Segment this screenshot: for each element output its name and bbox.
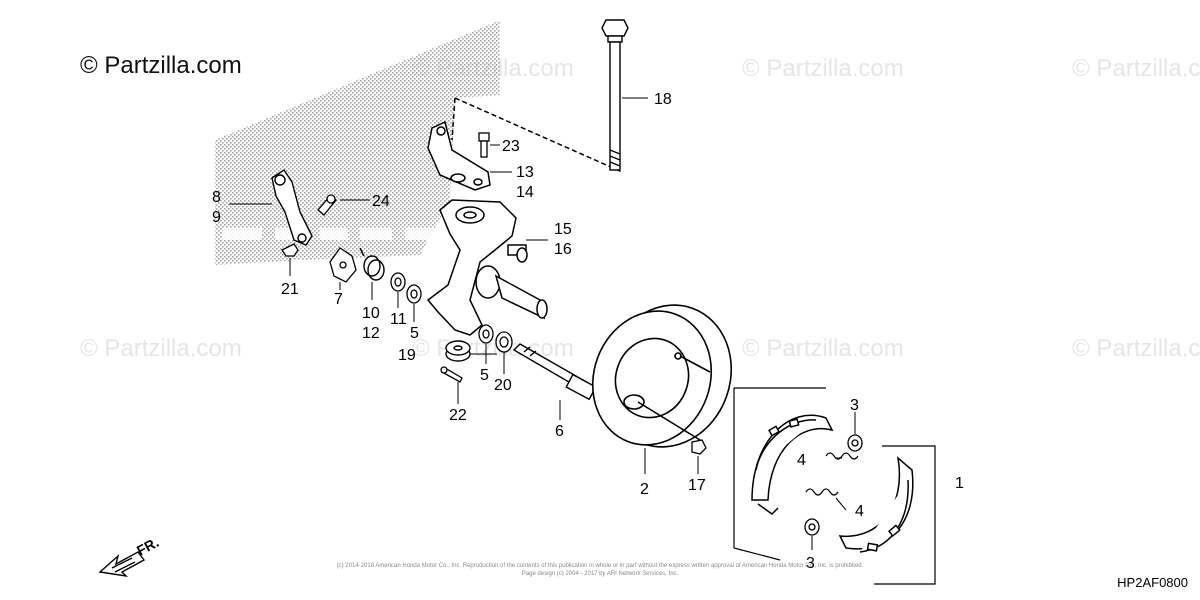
callout-4: 4 (797, 452, 806, 469)
steering-knuckle-15-16 (426, 199, 548, 336)
callout-23: 23 (502, 138, 520, 155)
callout-15: 15 (554, 221, 572, 238)
partzilla-watermark: © Partzilla.com (742, 335, 904, 362)
callout-4: 4 (855, 503, 864, 520)
collar-3-lower (804, 518, 820, 536)
bolt-24 (317, 194, 337, 216)
callout-5: 5 (410, 325, 419, 342)
brake-shoe-box (733, 387, 936, 585)
callout-7: 7 (334, 291, 343, 308)
indicator-plate-7 (329, 247, 357, 283)
callout-18: 18 (654, 91, 672, 108)
callout-5: 5 (480, 367, 489, 384)
bolt-17 (691, 439, 707, 455)
callout-24: 24 (372, 193, 390, 210)
leader-lines (229, 97, 856, 550)
copyright-line-2: Page design (c) 2004 - 2017 by ARI Netwo… (521, 571, 679, 577)
brake-shoe-lower (838, 456, 914, 553)
nut-21 (281, 243, 299, 257)
callout-8: 8 (212, 189, 221, 206)
knuckle-arm-bracket (427, 97, 623, 191)
washer-5-lower (478, 324, 494, 344)
callout-21: 21 (281, 281, 299, 298)
brake-arm-8-9 (271, 169, 313, 246)
callout-20: 20 (494, 377, 512, 394)
brake-cam-shaft-6 (512, 343, 597, 401)
front-direction-arrow (98, 551, 146, 578)
partzilla-watermark: © Partzilla.com (1072, 335, 1200, 362)
washer-5-upper (406, 284, 422, 304)
brake-shoe-upper (751, 414, 834, 515)
callout-3: 3 (850, 397, 859, 414)
callout-22: 22 (449, 407, 467, 424)
callout-labels: 1 2 3 3 4 4 5 5 6 7 8 9 10 11 12 13 14 1… (212, 91, 964, 572)
callout-17: 17 (688, 477, 706, 494)
partzilla-watermark-main: © Partzilla.com (80, 52, 242, 79)
washer-11 (390, 272, 406, 292)
callout-14: 14 (516, 184, 534, 201)
shoe-spring-lower (805, 488, 839, 496)
copyright-notice: (c) 2014-2018 American Honda Motor Co., … (330, 562, 870, 578)
callout-12: 12 (362, 325, 380, 342)
callout-13: 13 (516, 164, 534, 181)
callout-2: 2 (640, 481, 649, 498)
copyright-line-1: (c) 2014-2018 American Honda Motor Co., … (336, 563, 864, 569)
cotter-pin-22 (440, 366, 463, 383)
partzilla-watermark: © Partzilla.com (412, 335, 574, 362)
callout-16: 16 (554, 241, 572, 258)
brake-panel-2 (591, 304, 733, 448)
partzilla-watermark: © Partzilla.com (80, 335, 242, 362)
callout-6: 6 (555, 423, 564, 440)
nut-19 (445, 340, 471, 362)
seal-20 (495, 331, 513, 353)
callout-3: 3 (806, 555, 815, 572)
collar-3-upper (847, 434, 863, 452)
callout-11: 11 (390, 311, 407, 328)
callout-9: 9 (212, 209, 221, 226)
bolt-23 (478, 132, 490, 158)
callout-19: 19 (398, 347, 416, 364)
callout-1: 1 (955, 475, 964, 492)
long-bolt-18 (601, 19, 629, 171)
diagram-code: HP2AF0800 (1117, 575, 1188, 590)
partzilla-watermark: © Partzilla.com (1072, 55, 1200, 82)
spring-10-12 (359, 247, 385, 281)
shoe-spring-upper (825, 452, 859, 460)
partzilla-watermark: © Partzilla.com (742, 55, 904, 82)
callout-10: 10 (362, 305, 380, 322)
frame-ghost-lettering (222, 228, 440, 240)
